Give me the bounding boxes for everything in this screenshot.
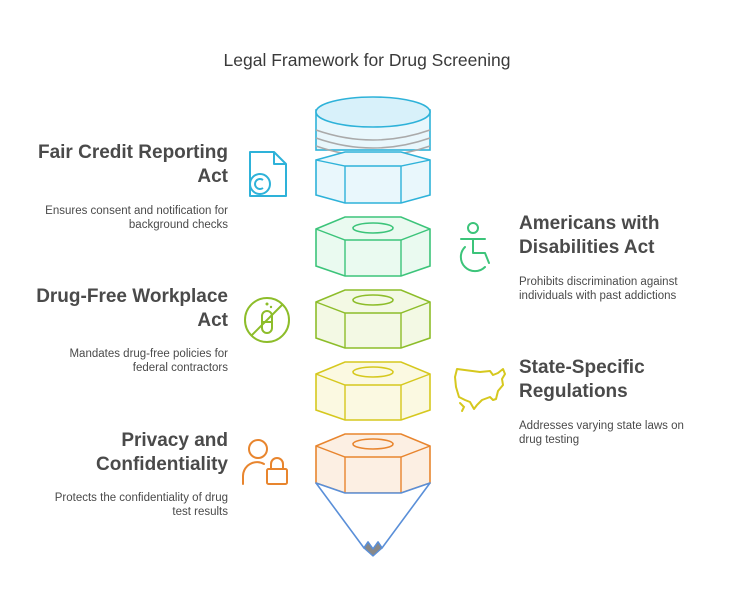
item-state-specific-regulations: State-Specific Regulations	[519, 356, 729, 404]
credit-document-icon	[249, 151, 287, 197]
item-heading: Americans with Disabilities Act	[519, 212, 729, 260]
desc-line: Ensures consent and notification for	[45, 205, 228, 217]
item-drug-free-workplace-act: Drug-Free Workplace Act	[20, 285, 228, 333]
heading-line: Confidentiality	[96, 454, 228, 475]
heading-line: Disabilities Act	[519, 237, 655, 258]
user-lock-icon	[242, 439, 288, 485]
desc-line: individuals with past addictions	[519, 290, 677, 302]
item-heading: Privacy and Confidentiality	[20, 429, 228, 477]
desc-line: federal contractors	[132, 362, 228, 374]
heading-line: Act	[197, 166, 228, 187]
usa-map-icon	[454, 368, 506, 412]
item-description: Protects the confidentiality of drug tes…	[20, 491, 228, 519]
stack-cap-top	[315, 96, 431, 157]
stack-segment-3	[315, 289, 431, 349]
item-description: Ensures consent and notification for bac…	[20, 204, 228, 232]
heading-line: Drug-Free Workplace	[36, 286, 228, 307]
stack-segment-5	[315, 433, 431, 494]
diagram-title: Legal Framework for Drug Screening	[223, 50, 511, 70]
desc-line: Mandates drug-free policies for	[69, 348, 228, 360]
accessibility-icon	[459, 222, 490, 273]
item-heading: Fair Credit Reporting Act	[20, 141, 228, 189]
heading-line: Regulations	[519, 381, 628, 402]
heading-line: Americans with	[519, 213, 660, 234]
desc-line: Addresses varying state laws on	[519, 420, 684, 432]
heading-line: Fair Credit Reporting	[37, 142, 228, 163]
heading-line: State-Specific	[519, 357, 645, 378]
stack-pencil-tip	[315, 482, 431, 557]
heading-line: Act	[197, 310, 228, 331]
desc-line: background checks	[128, 219, 228, 231]
item-heading: State-Specific Regulations	[519, 356, 729, 404]
item-description: Mandates drug-free policies for federal …	[20, 347, 228, 375]
item-description: Addresses varying state laws on drug tes…	[519, 419, 729, 447]
heading-line: Privacy and	[121, 430, 228, 451]
stack-segment-2	[315, 216, 431, 277]
desc-line: drug testing	[519, 434, 580, 446]
stack-segment-1	[315, 151, 431, 204]
desc-line: Prohibits discrimination against	[519, 276, 678, 288]
item-fair-credit-reporting-act: Fair Credit Reporting Act	[20, 141, 228, 189]
item-heading: Drug-Free Workplace Act	[20, 285, 228, 333]
desc-line: Protects the confidentiality of drug	[54, 492, 228, 504]
item-privacy-and-confidentiality: Privacy and Confidentiality	[20, 429, 228, 477]
item-americans-with-disabilities-act: Americans with Disabilities Act	[519, 212, 729, 260]
no-drugs-icon	[244, 297, 290, 343]
stack-segment-4	[315, 361, 431, 421]
item-description: Prohibits discrimination against individ…	[519, 275, 729, 303]
desc-line: test results	[172, 506, 228, 518]
